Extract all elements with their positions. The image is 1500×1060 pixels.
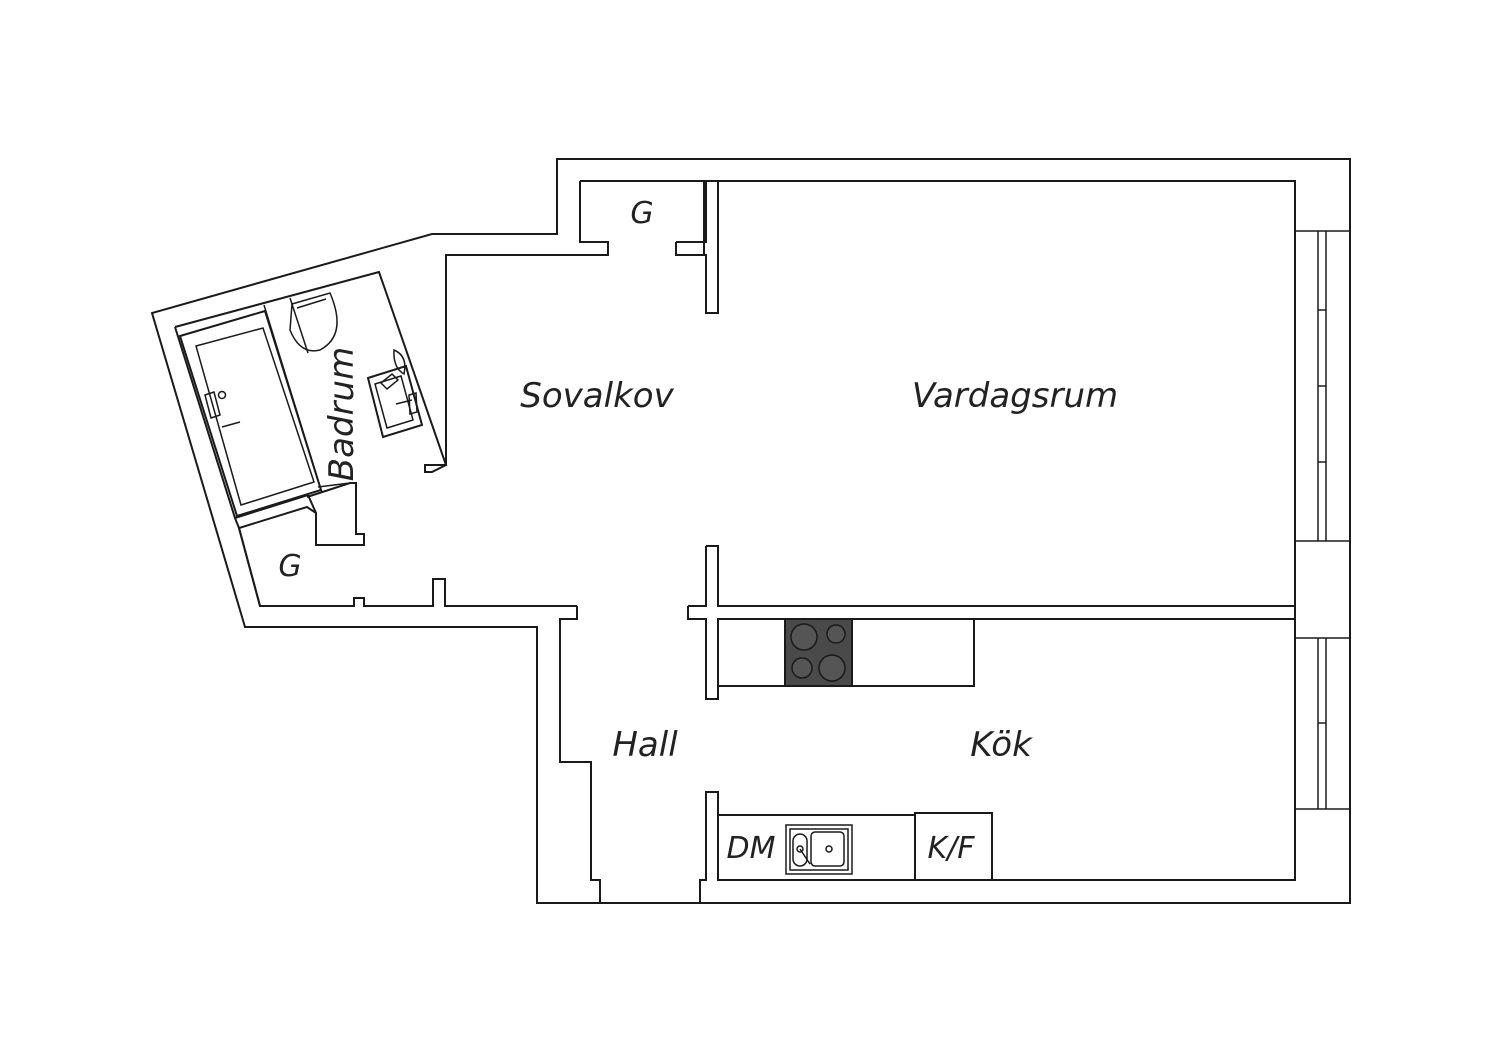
bathtub [178,309,323,518]
bathroom-outer [174,270,448,473]
wall-sovalkov-vardagsrum-upper [705,181,719,314]
room-label-badrum: Badrum [322,347,362,481]
closet-label-top: G [630,196,653,231]
kitchen-sink-drain [825,845,833,853]
stove-burner-3 [791,657,813,679]
room-label-sovalkov: Sovalkov [520,376,674,416]
stove-burner-2 [826,624,846,644]
fixture-label-dm: DM [727,831,776,866]
bathroom-sink-faucet [395,392,418,415]
kitchen-sink-faucet-base [796,845,804,853]
room-label-hall: Hall [612,725,678,765]
kitchen-sink-bowl-large [810,831,845,867]
window-vardagsrum [1294,230,1351,542]
stove-burner-4 [818,654,846,682]
hall-bottom-wall [699,791,719,903]
closet-top-right-wall [675,181,719,314]
kitchen-sink-bowl-small [792,833,808,867]
kyl-frys-unit [914,812,993,881]
outer-wall-inner [580,180,1296,881]
bathroom-sink [366,364,424,439]
outer-wall-outer [150,158,1351,904]
closet-label-left: G [278,549,301,584]
kitchen-sink [785,824,853,875]
kitchen-counter-bottom [717,814,916,881]
fixture-label-kf: K/F [927,831,975,866]
bathroom-fan [379,348,406,391]
window-kok [1294,637,1351,810]
toilet [289,292,338,352]
bathroom-sink-inner [374,375,414,429]
closet-top-wall [424,181,609,472]
bathtub-drain [217,390,227,400]
stove-burner-1 [790,623,818,651]
wall-sovalkov-vardagsrum-lower [706,545,1295,607]
bathtub-faucet [204,391,241,428]
room-label-kok: Kök [970,725,1033,765]
closet-left-wall [238,527,261,607]
bathtub-inner [195,327,315,506]
kitchen-sink-inner [789,828,849,871]
room-label-vardagsrum: Vardagsrum [912,376,1118,416]
